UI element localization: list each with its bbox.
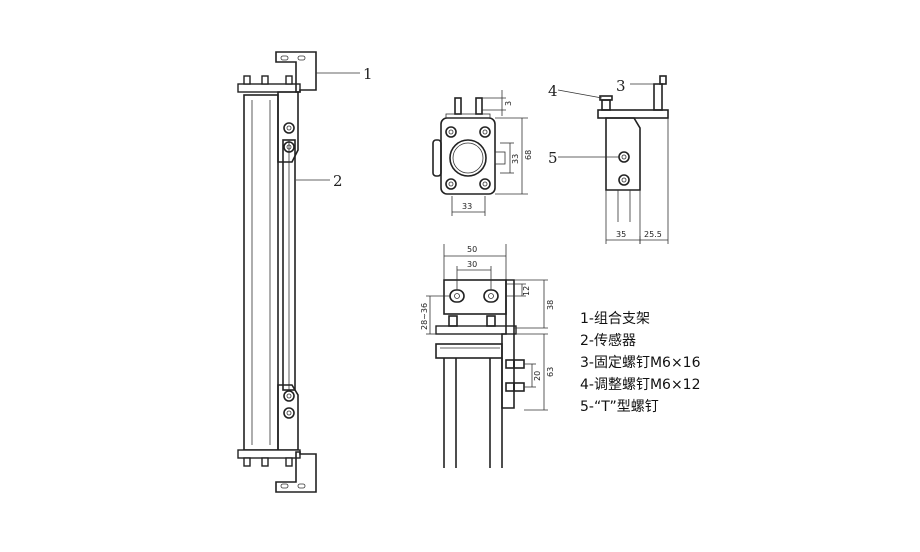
bracket-plate	[443, 279, 507, 315]
dim-68: 68	[524, 150, 533, 160]
dim-28-36: 28~36	[420, 303, 429, 330]
sensor-lens	[449, 139, 487, 177]
dim-30: 30	[467, 260, 477, 269]
dim-35: 35	[616, 230, 626, 239]
legend-item-4: 4-调整螺钉M6×12	[580, 377, 701, 393]
bracket-detail	[426, 244, 548, 468]
bottom-clamp-plate	[237, 449, 301, 459]
side-view	[557, 75, 669, 244]
upper-plate	[277, 91, 299, 163]
top-clamp-plate	[237, 83, 301, 93]
legend-item-2: 2-传感器	[580, 333, 636, 349]
legend-item-1: 1-组合支架	[580, 311, 650, 327]
dim-12: 12	[522, 286, 531, 296]
dim-3: 3	[504, 101, 513, 106]
dim-50: 50	[467, 245, 477, 254]
callout-3: 3	[616, 77, 626, 95]
bottom-bracket	[275, 451, 317, 493]
dim-63: 63	[546, 367, 555, 377]
callout-2: 2	[333, 172, 343, 190]
dim-33-width: 33	[462, 202, 472, 211]
side-vertical-plate	[605, 117, 641, 191]
front-view	[237, 51, 360, 493]
dim-20: 20	[533, 371, 542, 381]
top-bracket	[275, 51, 317, 93]
legend-item-5: 5-“T”型螺钉	[580, 399, 659, 415]
sensor-end-view	[432, 90, 528, 216]
sensor-tube	[243, 94, 279, 451]
legend-item-3: 3-固定螺钉M6×16	[580, 355, 701, 371]
bracket-clamp	[435, 325, 517, 335]
parts-legend: 1-组合支架 2-传感器 3-固定螺钉M6×16 4-调整螺钉M6×12 5-“…	[580, 308, 701, 418]
dim-33-height: 33	[511, 154, 520, 164]
callout-4: 4	[548, 82, 558, 100]
dim-25-5: 25.5	[644, 230, 662, 239]
side-top-plate	[597, 109, 669, 119]
lower-plate	[277, 384, 299, 451]
callout-1: 1	[363, 65, 373, 83]
callout-5: 5	[548, 149, 558, 167]
dim-38: 38	[546, 300, 555, 310]
